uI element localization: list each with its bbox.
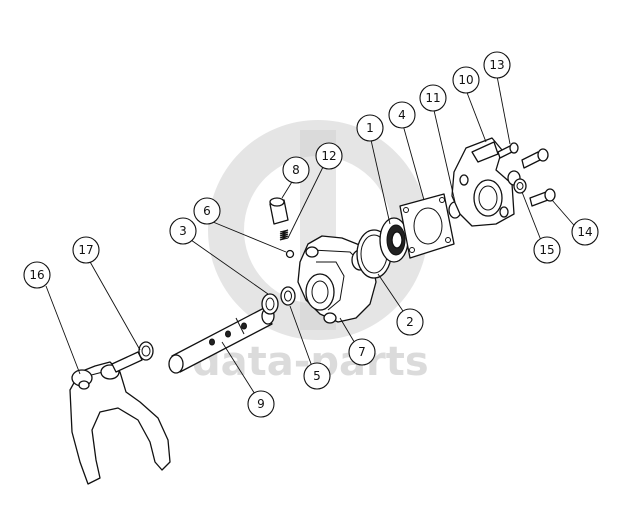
balloon-8: 8: [282, 156, 310, 184]
balloon-17-label: 17: [78, 243, 93, 257]
balloon-10: 10: [452, 66, 480, 94]
fork-bolt: [111, 341, 154, 373]
o-ring: [280, 286, 296, 306]
balloon-1: 1: [356, 114, 384, 142]
gasket: [399, 193, 455, 259]
leader-lines: [45, 75, 580, 403]
balloon-5: 5: [303, 362, 331, 390]
balloon-15-label: 15: [539, 243, 554, 257]
shift-fork: [69, 361, 171, 485]
balloon-2-label: 2: [406, 315, 414, 329]
bearing: [379, 217, 409, 263]
balloon-6-label: 6: [203, 204, 211, 218]
balloon-14: 14: [571, 218, 599, 246]
balloon-11: 11: [419, 84, 447, 112]
balloon-14-label: 14: [577, 225, 592, 239]
o-ring-inner: [284, 290, 292, 302]
balloon-3: 3: [169, 217, 197, 245]
balloon-11-label: 11: [425, 91, 440, 105]
detent-spring: [279, 229, 289, 241]
balloon-12: 12: [315, 142, 343, 170]
o-ring-small: [261, 293, 279, 315]
balloon-15: 15: [533, 236, 561, 264]
balloon-7: 7: [348, 338, 376, 366]
balloon-4: 4: [388, 101, 416, 129]
balloon-16: 16: [23, 261, 51, 289]
balloon-16-label: 16: [29, 268, 44, 282]
balloon-12-label: 12: [321, 149, 336, 163]
balloon-13: 13: [483, 51, 511, 79]
mounting-bolts: [521, 148, 556, 207]
balloon-17: 17: [72, 236, 100, 264]
balloon-10-label: 10: [458, 73, 473, 87]
balloon-1-label: 1: [366, 121, 374, 135]
washers: [507, 170, 527, 194]
balloon-9-label: 9: [257, 397, 265, 411]
detent-ball: [285, 249, 295, 259]
balloon-7-label: 7: [358, 345, 366, 359]
balloon-4-label: 4: [398, 108, 406, 122]
cover-bolt: [497, 142, 519, 159]
balloon-9: 9: [247, 390, 275, 418]
plug-screw: [269, 197, 289, 225]
balloon-3-label: 3: [179, 224, 187, 238]
balloon-6: 6: [193, 197, 221, 225]
balloon-8-label: 8: [292, 163, 300, 177]
cover-plate: [451, 137, 515, 227]
balloon-13-label: 13: [489, 58, 504, 72]
balloon-2: 2: [396, 308, 424, 336]
o-ring-small-inner: [265, 297, 275, 311]
balloon-5-label: 5: [313, 369, 321, 383]
